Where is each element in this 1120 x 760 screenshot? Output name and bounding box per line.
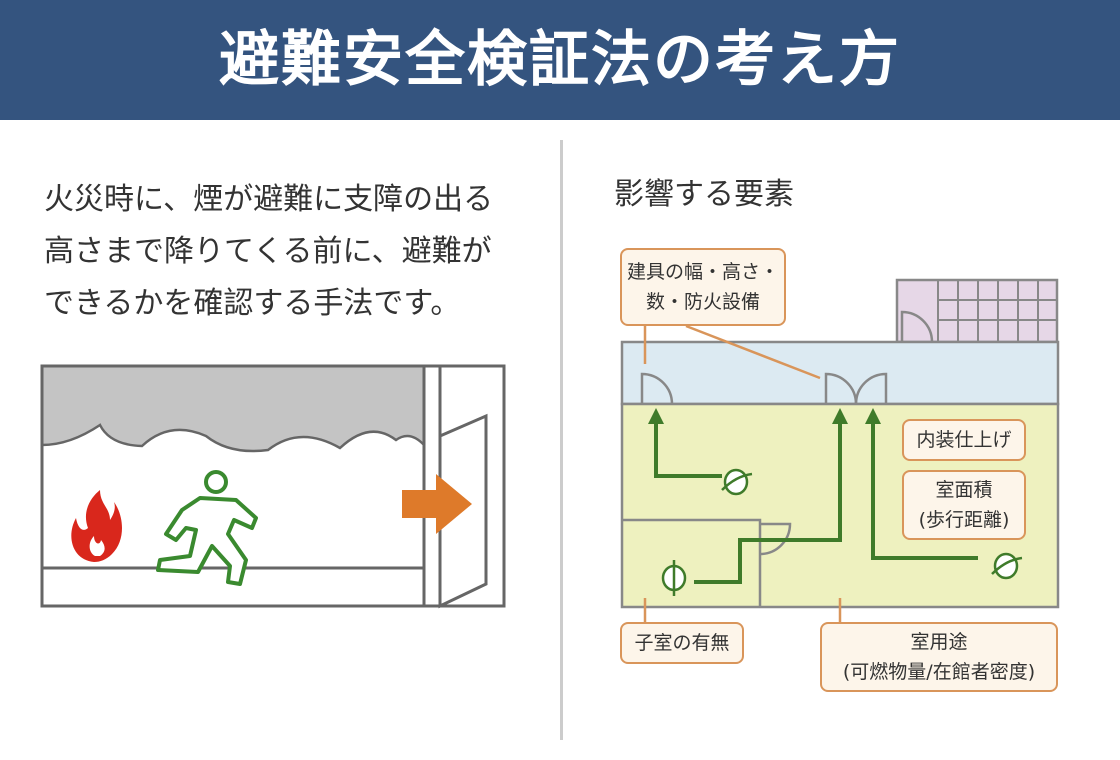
method-description: 火災時に、煙が避難に支障の出る 高さまで降りてくる前に、避難が できるかを確認す…	[44, 174, 544, 330]
label-line: 室面積	[935, 479, 993, 501]
column-divider	[560, 140, 563, 740]
header-banner: 避難安全検証法の考え方	[0, 0, 1120, 120]
label-door-specs: 建具の幅・高さ・ 数・防火設備	[620, 248, 786, 326]
stair-grid	[937, 280, 1057, 342]
stair-door-swing	[900, 310, 934, 343]
label-interior-finish: 内装仕上げ	[902, 419, 1026, 461]
person-marker-icon	[991, 552, 1023, 580]
label-room-use: 室用途 (可燃物量/在館者密度)	[820, 622, 1058, 692]
person-marker-icon	[661, 560, 687, 596]
description-line: 高さまで降りてくる前に、避難が	[44, 234, 492, 269]
label-leader-lines	[643, 324, 842, 622]
label-line: 建具の幅・高さ・	[626, 261, 779, 283]
person-marker-icon	[721, 468, 753, 496]
description-line: できるかを確認する手法です。	[44, 286, 461, 321]
smoke-layer	[42, 366, 424, 452]
label-line: 室用途	[910, 631, 968, 653]
door-swing	[640, 372, 674, 405]
route-arrowheads	[648, 408, 881, 424]
door-frame	[422, 364, 506, 608]
fire-icon	[71, 490, 122, 562]
evacuation-room-illustration	[40, 364, 506, 609]
factors-title: 影響する要素	[614, 177, 794, 212]
label-room-area: 室面積 (歩行距離)	[902, 470, 1026, 540]
label-line: (歩行距離)	[918, 509, 1010, 531]
sub-room-wall	[622, 518, 762, 607]
label-line: (可燃物量/在館者密度)	[842, 661, 1036, 683]
smoke-boundary	[41, 423, 425, 453]
label-line: 子室の有無	[634, 632, 730, 654]
door-swing	[759, 522, 792, 556]
running-person-icon	[156, 470, 258, 586]
page-title: 避難安全検証法の考え方	[219, 25, 901, 95]
label-line: 内装仕上げ	[916, 429, 1012, 451]
label-line: 数・防火設備	[645, 291, 760, 313]
corridor	[620, 340, 1060, 406]
description-line: 火災時に、煙が避難に支障の出る	[44, 182, 494, 217]
exit-arrow	[402, 474, 472, 534]
evacuation-routes	[654, 422, 978, 584]
label-sub-room: 子室の有無	[620, 622, 744, 664]
door-swing	[854, 372, 888, 405]
